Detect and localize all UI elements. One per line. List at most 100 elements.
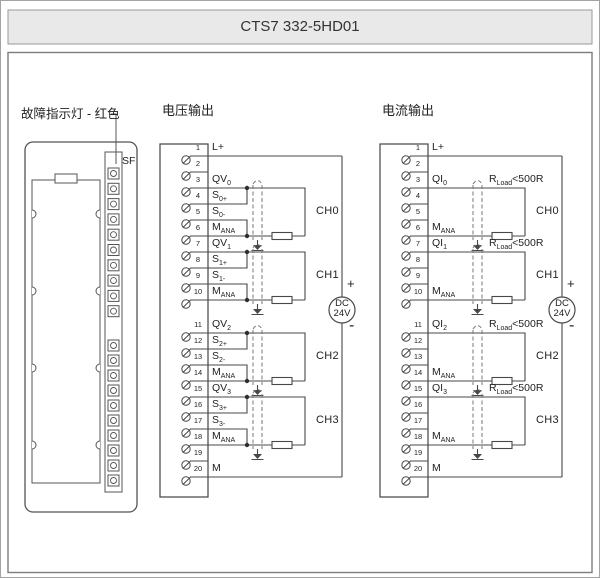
label-subscript: 1 [227,244,232,252]
label-text: S [212,334,220,346]
label-text: S [212,269,220,281]
current-terminal-9-number: 9 [415,270,421,280]
supply-rails [191,155,563,478]
panel-notches [31,209,101,450]
voltage-terminal-15-number: 15 [193,383,203,393]
voltage-terminal-4-label: S0+ [212,189,227,204]
label-text: QV [212,318,228,330]
current-supply-minus-label: - [569,317,575,334]
label-subscript: 2+ [219,341,227,349]
label-text: L+ [432,141,444,153]
label-text: M [432,462,441,474]
label-subscript: 1+ [219,260,227,268]
current-rload-label-ch1: RLoad<500R [489,237,544,252]
terminal-screws [181,155,428,486]
label-text: <500R [512,237,544,249]
label-text: S [212,205,220,217]
label-subscript: 2 [443,325,447,333]
label-subscript: 2 [227,325,232,333]
page-title: CTS7 332-5HD01 [240,18,360,35]
voltage-supply-plus-label: + [347,276,355,291]
label-subscript: 3+ [219,405,227,413]
current-supply-volt-label: 24V [553,308,571,319]
voltage-terminal-block [159,143,209,498]
label-text: M [432,430,441,442]
voltage-ch2-label: CH2 [316,350,339,362]
current-terminal-block [379,143,429,498]
voltage-terminal-17-label: S3- [212,414,225,429]
voltage-terminal-2-number: 2 [195,158,201,168]
voltage-terminal-19-number: 19 [193,447,203,457]
current-terminal-3-number: 3 [415,174,421,184]
current-terminal-10-label: MANA [432,285,455,300]
label-text: M [432,221,441,233]
label-text: R [489,173,497,185]
label-text: S [212,189,220,201]
voltage-dc-supply-circle [328,296,356,324]
label-text: <500R [512,318,544,330]
current-terminal-15-number: 15 [413,383,423,393]
fault-pointer-line [111,113,117,164]
current-rload-label-ch3: RLoad<500R [489,382,543,397]
current-terminal-1-label: L+ [432,141,444,154]
label-text: QV [212,237,228,249]
voltage-terminal-6-label: MANA [212,221,235,236]
label-subscript: ANA [220,292,236,300]
voltage-ch3-label: CH3 [316,414,339,426]
voltage-terminal-7-label: QV1 [212,237,232,252]
current-terminal-8-number: 8 [415,254,421,264]
voltage-terminal-20-label: M [212,462,221,475]
label-subscript: 3 [443,389,447,397]
label-text: M [432,285,441,297]
voltage-terminal-3-label: QV0 [212,173,231,188]
current-ch2-label: CH2 [536,350,559,362]
label-subscript: ANA [220,437,236,445]
voltage-terminal-11-number: 11 [194,319,202,329]
voltage-terminal-3-number: 3 [195,174,201,184]
label-text: QI [432,237,444,249]
voltage-terminal-1-label: L+ [212,141,224,154]
current-terminal-18-number: 18 [413,431,423,441]
voltage-ch0-label: CH0 [316,205,339,217]
label-subscript: ANA [440,373,456,381]
current-rload-label-ch0: RLoad<500R [489,173,544,188]
voltage-terminal-4-number: 4 [195,190,201,200]
voltage-terminal-18-number: 18 [193,431,203,441]
current-supply-plus-label: + [567,276,575,291]
label-text: QI [432,173,444,185]
module-top-slot [54,173,78,184]
voltage-terminal-12-label: S2+ [212,334,227,349]
voltage-terminal-8-label: S1+ [212,253,227,268]
current-terminal-2-number: 2 [415,158,421,168]
current-terminal-17-number: 17 [413,415,423,425]
label-text: R [489,318,497,330]
current-terminal-15-label: QI3 [432,382,447,397]
voltage-terminal-15-label: QV3 [212,382,231,397]
current-terminal-12-number: 12 [413,335,423,345]
current-terminal-18-label: MANA [432,430,455,445]
voltage-terminal-1-number: 1 [195,142,201,152]
voltage-terminal-13-number: 13 [193,351,203,361]
voltage-terminal-16-label: S3+ [212,398,227,413]
label-text: M [432,366,441,378]
label-text: QI [432,382,444,394]
voltage-supply-minus-label: - [349,317,355,334]
current-terminal-19-number: 19 [413,447,423,457]
label-subscript: 2- [219,357,226,365]
fault-indicator-label: 故障指示灯 - 红色 [21,107,120,121]
label-text: M [212,285,221,297]
voltage-supply-volt-label: 24V [333,308,351,319]
current-terminal-14-number: 14 [413,367,423,377]
voltage-terminal-7-number: 7 [195,238,201,248]
current-terminal-11-label: QI2 [432,318,447,333]
current-terminal-3-label: QI0 [432,173,447,188]
label-text: <500R [512,173,544,185]
voltage-terminal-10-number: 10 [193,286,203,296]
voltage-terminal-10-label: MANA [212,285,236,300]
voltage-terminal-9-number: 9 [195,270,201,280]
current-section-heading: 电流输出 [382,103,435,118]
current-terminal-1-number: 1 [415,142,421,152]
